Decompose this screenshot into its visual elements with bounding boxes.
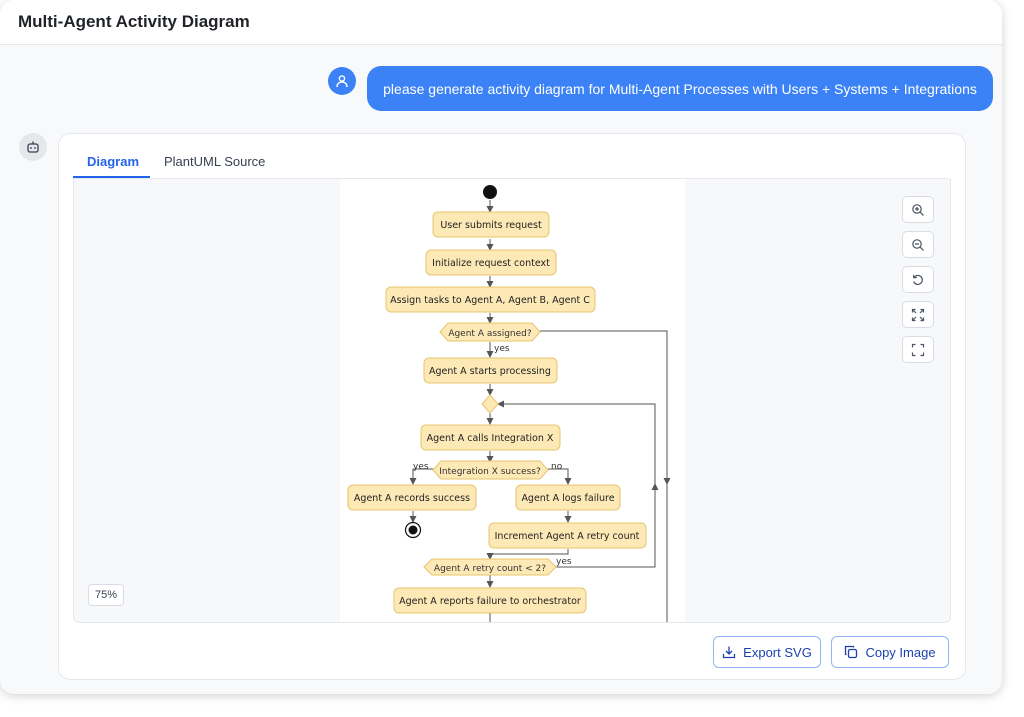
diagram-viewport[interactable]: User submits request Initialize request … xyxy=(73,179,951,623)
copy-image-button[interactable]: Copy Image xyxy=(831,636,949,668)
tab-bar: Diagram PlantUML Source xyxy=(73,146,949,179)
node-logs-failure: Agent A logs failure xyxy=(515,484,621,511)
node-reports-failure: Agent A reports failure to orchestrator xyxy=(393,587,587,614)
merge-node xyxy=(481,394,499,414)
active-tab-indicator xyxy=(73,176,150,178)
fullscreen-button[interactable] xyxy=(902,336,934,363)
node-user-submits: User submits request xyxy=(432,211,550,238)
zoom-level-badge: 75% xyxy=(88,584,124,606)
edges xyxy=(409,200,671,622)
app-title: Multi-Agent Activity Diagram xyxy=(18,12,250,31)
node-agent-a-calls: Agent A calls Integration X xyxy=(420,424,561,451)
svg-text:Agent A retry count < 2?: Agent A retry count < 2? xyxy=(434,564,546,574)
copy-icon xyxy=(845,645,858,659)
fit-to-view-button[interactable] xyxy=(902,301,934,328)
end-node xyxy=(404,521,422,539)
fullscreen-icon xyxy=(911,343,925,356)
svg-text:Agent A assigned?: Agent A assigned? xyxy=(448,329,532,339)
activity-diagram: User submits request Initialize request … xyxy=(347,185,671,622)
svg-text:Agent A reports failure to orc: Agent A reports failure to orchestrator xyxy=(399,596,581,607)
user-icon xyxy=(336,75,348,88)
tab-plantuml-source[interactable]: PlantUML Source xyxy=(164,154,266,169)
decision-agent-a-assigned: Agent A assigned? xyxy=(439,322,541,342)
zoom-out-icon xyxy=(912,238,924,251)
decision-retry-check: Agent A retry count < 2? xyxy=(423,558,557,576)
fit-icon xyxy=(911,308,925,321)
svg-text:Increment Agent A retry count: Increment Agent A retry count xyxy=(495,531,640,542)
diagram-canvas: User submits request Initialize request … xyxy=(340,179,685,622)
tab-diagram[interactable]: Diagram xyxy=(87,154,140,169)
svg-text:Agent A records success: Agent A records success xyxy=(354,493,470,504)
svg-text:Agent A starts processing: Agent A starts processing xyxy=(429,366,551,377)
user-avatar xyxy=(328,67,356,95)
node-assign-tasks: Assign tasks to Agent A, Agent B, Agent … xyxy=(385,286,596,313)
node-increment-retry: Increment Agent A retry count xyxy=(488,522,647,549)
zoom-in-button[interactable] xyxy=(902,196,934,223)
svg-text:Integration X success?: Integration X success? xyxy=(439,467,541,477)
guard-success-yes: yes xyxy=(413,462,429,472)
node-init-context: Initialize request context xyxy=(425,249,557,276)
diagram-card: Diagram PlantUML Source xyxy=(58,133,966,680)
title-bar: Multi-Agent Activity Diagram xyxy=(0,0,1002,45)
app-window: Multi-Agent Activity Diagram please gene… xyxy=(0,0,1002,680)
start-node xyxy=(483,185,497,199)
svg-text:Assign tasks to Agent A, Agent: Assign tasks to Agent A, Agent B, Agent … xyxy=(390,295,590,306)
user-message-bubble: please generate activity diagram for Mul… xyxy=(367,66,993,111)
copy-image-label: Copy Image xyxy=(865,644,936,660)
export-svg-label: Export SVG xyxy=(743,644,812,660)
zoom-out-button[interactable] xyxy=(902,231,934,258)
svg-text:Initialize request context: Initialize request context xyxy=(432,258,550,269)
node-records-success: Agent A records success xyxy=(347,484,477,511)
guard-success-no: no xyxy=(551,462,563,472)
svg-text:User submits request: User submits request xyxy=(440,220,542,231)
svg-text:Agent A logs failure: Agent A logs failure xyxy=(521,493,614,504)
bot-avatar xyxy=(19,133,47,161)
reset-zoom-button[interactable] xyxy=(902,266,934,293)
guard-assigned-yes: yes xyxy=(494,344,510,354)
node-agent-a-starts: Agent A starts processing xyxy=(423,357,558,384)
svg-text:Agent A calls Integration X: Agent A calls Integration X xyxy=(427,433,554,444)
guard-retry-yes: yes xyxy=(556,557,572,567)
download-icon xyxy=(723,646,736,659)
export-svg-button[interactable]: Export SVG xyxy=(713,636,821,668)
zoom-in-icon xyxy=(912,203,924,216)
reset-icon xyxy=(912,274,923,285)
robot-icon xyxy=(27,141,39,153)
decision-integration-success: Integration X success? xyxy=(432,460,549,480)
